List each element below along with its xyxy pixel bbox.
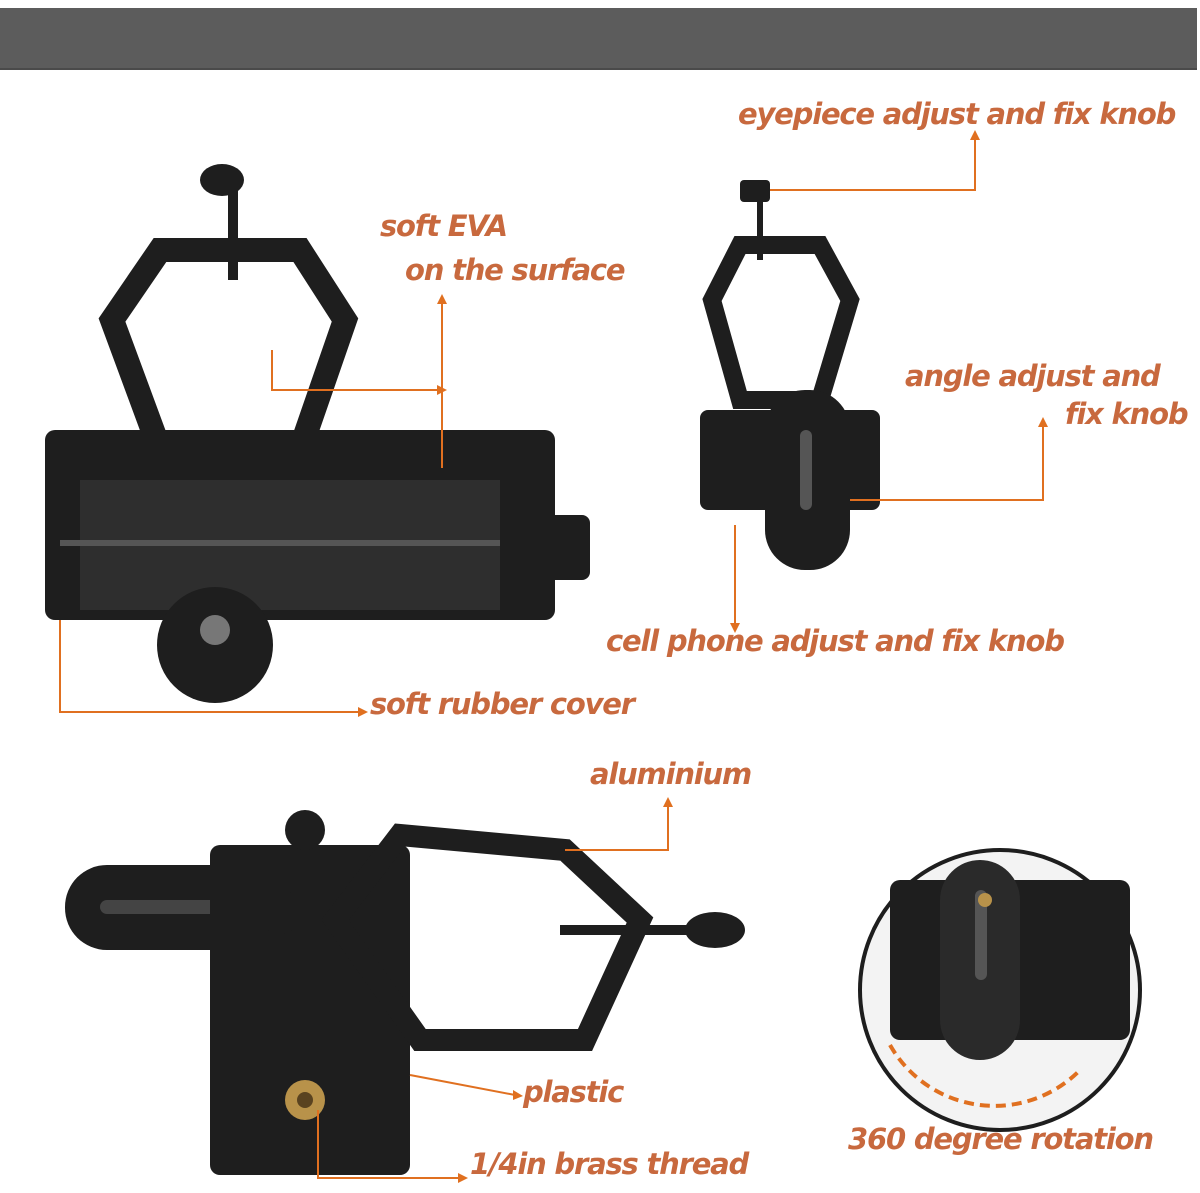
rotation-detail [858, 848, 1142, 1132]
adapter-angled-view [65, 810, 745, 1175]
label-brass-thread: 1/4in brass thread [470, 1147, 749, 1181]
label-soft-rubber-cover: soft rubber cover [370, 687, 635, 721]
label-eyepiece-knob: eyepiece adjust and fix knob [738, 97, 1176, 131]
label-soft-eva: soft EVA [380, 209, 508, 243]
label-aluminium: aluminium [590, 757, 752, 791]
top-banner [0, 8, 1197, 70]
adapter-side-view [700, 180, 880, 570]
label-rotation: 360 degree rotation [848, 1122, 1154, 1156]
label-plastic: plastic [523, 1075, 624, 1109]
label-soft-eva-surface: on the surface [405, 253, 626, 287]
label-angle-knob: angle adjust and [905, 359, 1161, 393]
label-cell-phone-knob: cell phone adjust and fix knob [606, 624, 1065, 658]
leader-lines [59, 138, 1044, 1179]
label-angle-knob-2: fix knob [1065, 397, 1189, 431]
arrowheads [358, 130, 1048, 1183]
adapter-front-view [45, 164, 590, 703]
